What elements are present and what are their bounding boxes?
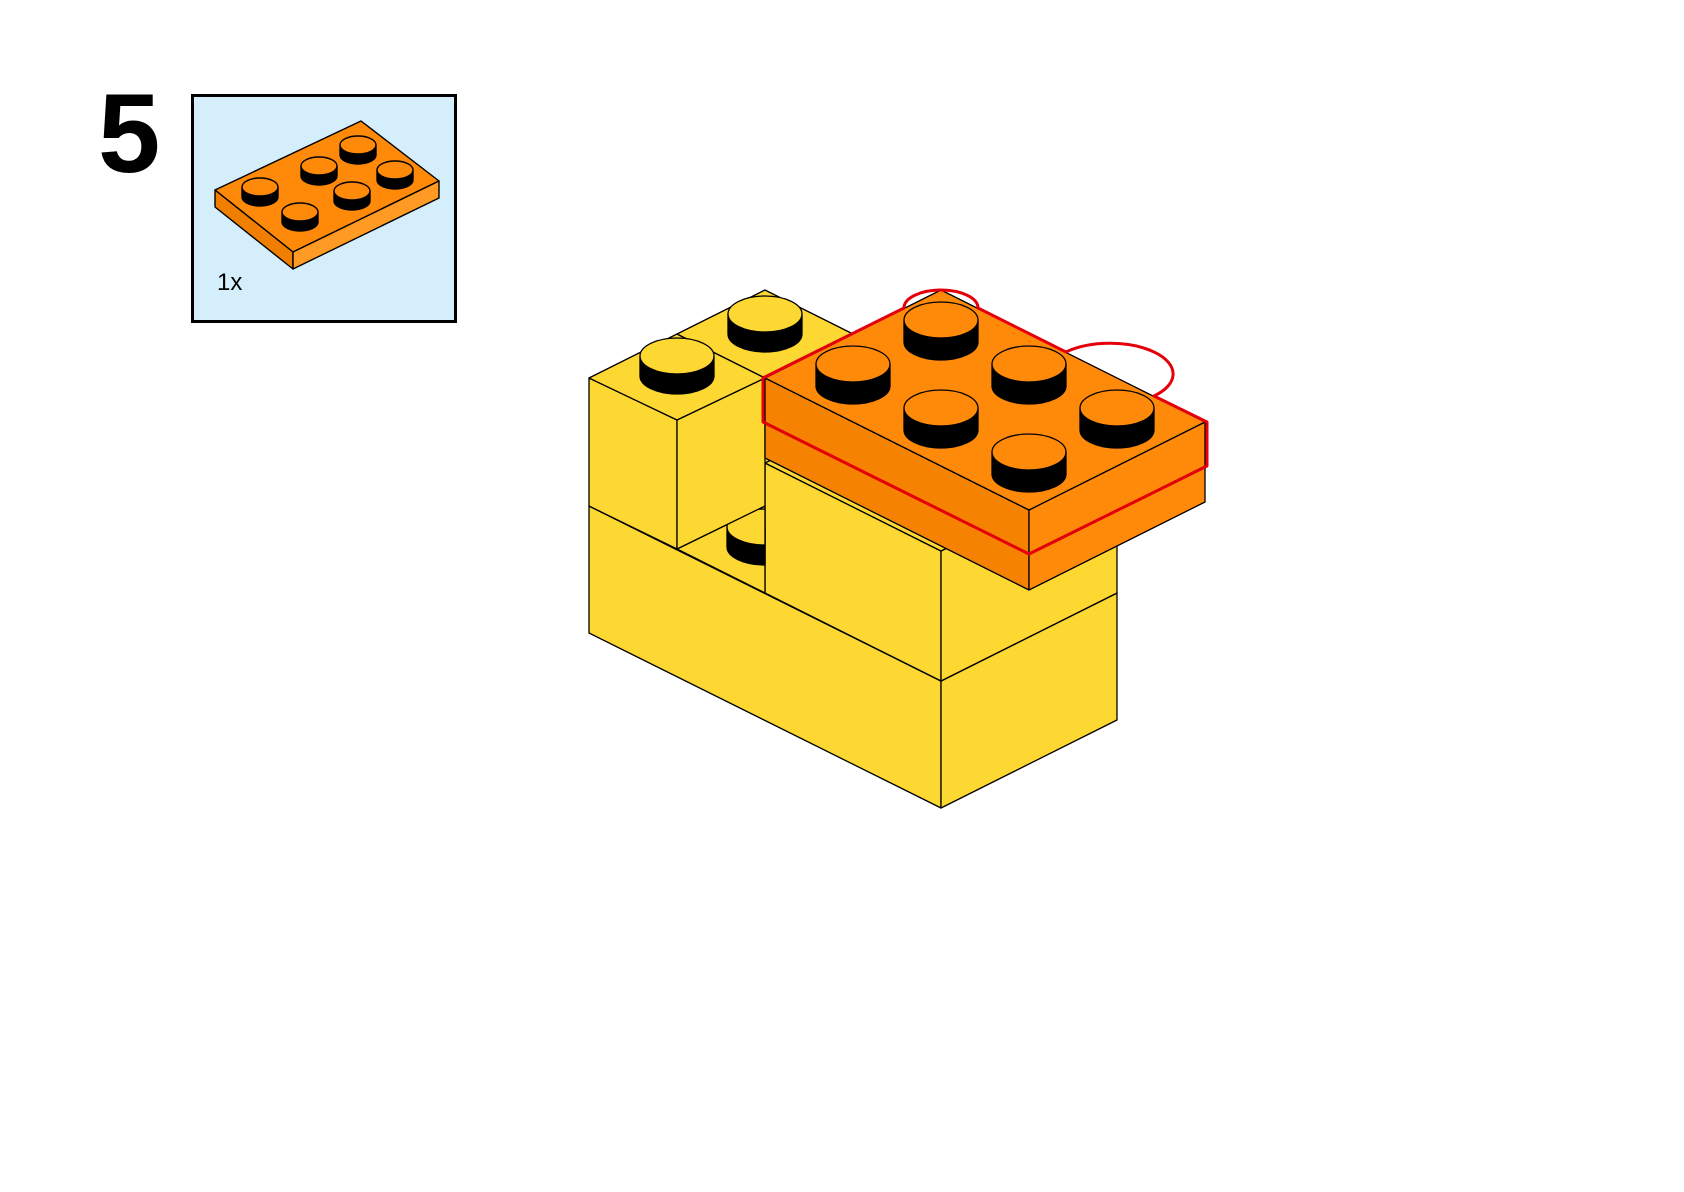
- parts-callout-background: [194, 97, 454, 320]
- step-number: 5: [98, 71, 161, 196]
- new-part-highlight-outline: [761, 288, 1209, 556]
- orange-plate-2x3: [761, 288, 1209, 591]
- parts-list-callout: 1x: [191, 94, 457, 323]
- plate-2x3-part-icon: [214, 120, 440, 270]
- part-quantity-label: 1x: [217, 269, 243, 296]
